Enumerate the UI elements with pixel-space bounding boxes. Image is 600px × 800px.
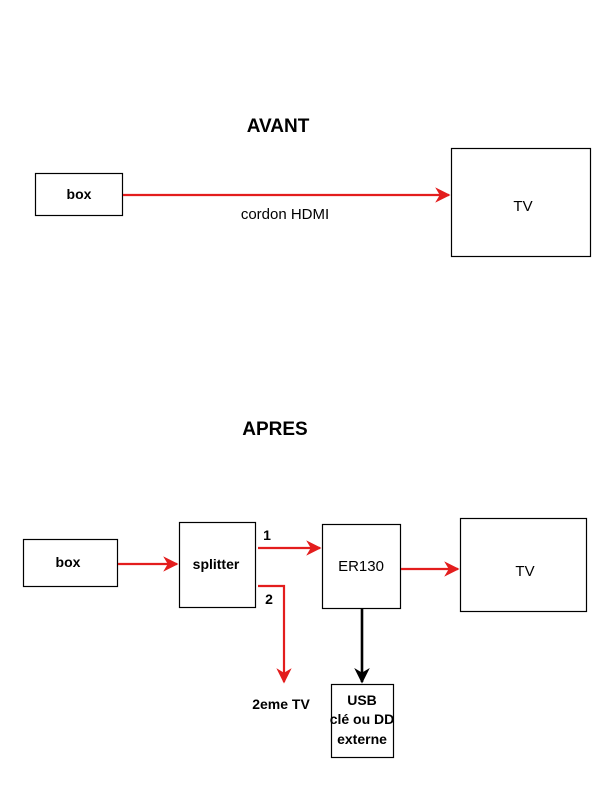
after-box-rect (22, 538, 119, 588)
recorder-label: ER130 (338, 558, 384, 575)
splitter-output-2-arrow (258, 584, 292, 684)
splitter-label: splitter (193, 556, 240, 572)
usb-label-line-1: USB (347, 692, 377, 708)
after-heading: APRES (242, 419, 307, 440)
before-tv-rect (450, 147, 592, 258)
usb-label-line-2: clé ou DD (330, 711, 395, 727)
after-tv-rect (459, 517, 588, 613)
splitter-rect (178, 521, 257, 609)
after-box-label: box (56, 554, 81, 570)
before-box-rect (34, 172, 124, 217)
recorder-rect (321, 523, 402, 610)
before-heading: AVANT (247, 116, 310, 137)
before-box-node: box (34, 172, 124, 217)
before-tv-node: TV (450, 147, 592, 258)
splitter-node: splitter (178, 521, 257, 609)
after-tv-node: TV (459, 517, 588, 613)
second-tv-label: 2eme TV (252, 696, 310, 712)
splitter-output-1-label: 1 (263, 527, 271, 543)
recorder-node: ER130 (321, 523, 402, 610)
splitter-output-2-label: 2 (265, 591, 273, 607)
usb-storage-rect (330, 683, 395, 759)
after-tv-label: TV (515, 563, 534, 580)
usb-label-line-3: externe (337, 731, 387, 747)
after-box-node: box (22, 538, 119, 588)
before-tv-label: TV (513, 198, 532, 215)
hdmi-cable-label: cordon HDMI (241, 206, 329, 223)
before-box-label: box (67, 186, 92, 202)
usb-storage-node: USB clé ou DD externe (330, 683, 395, 759)
